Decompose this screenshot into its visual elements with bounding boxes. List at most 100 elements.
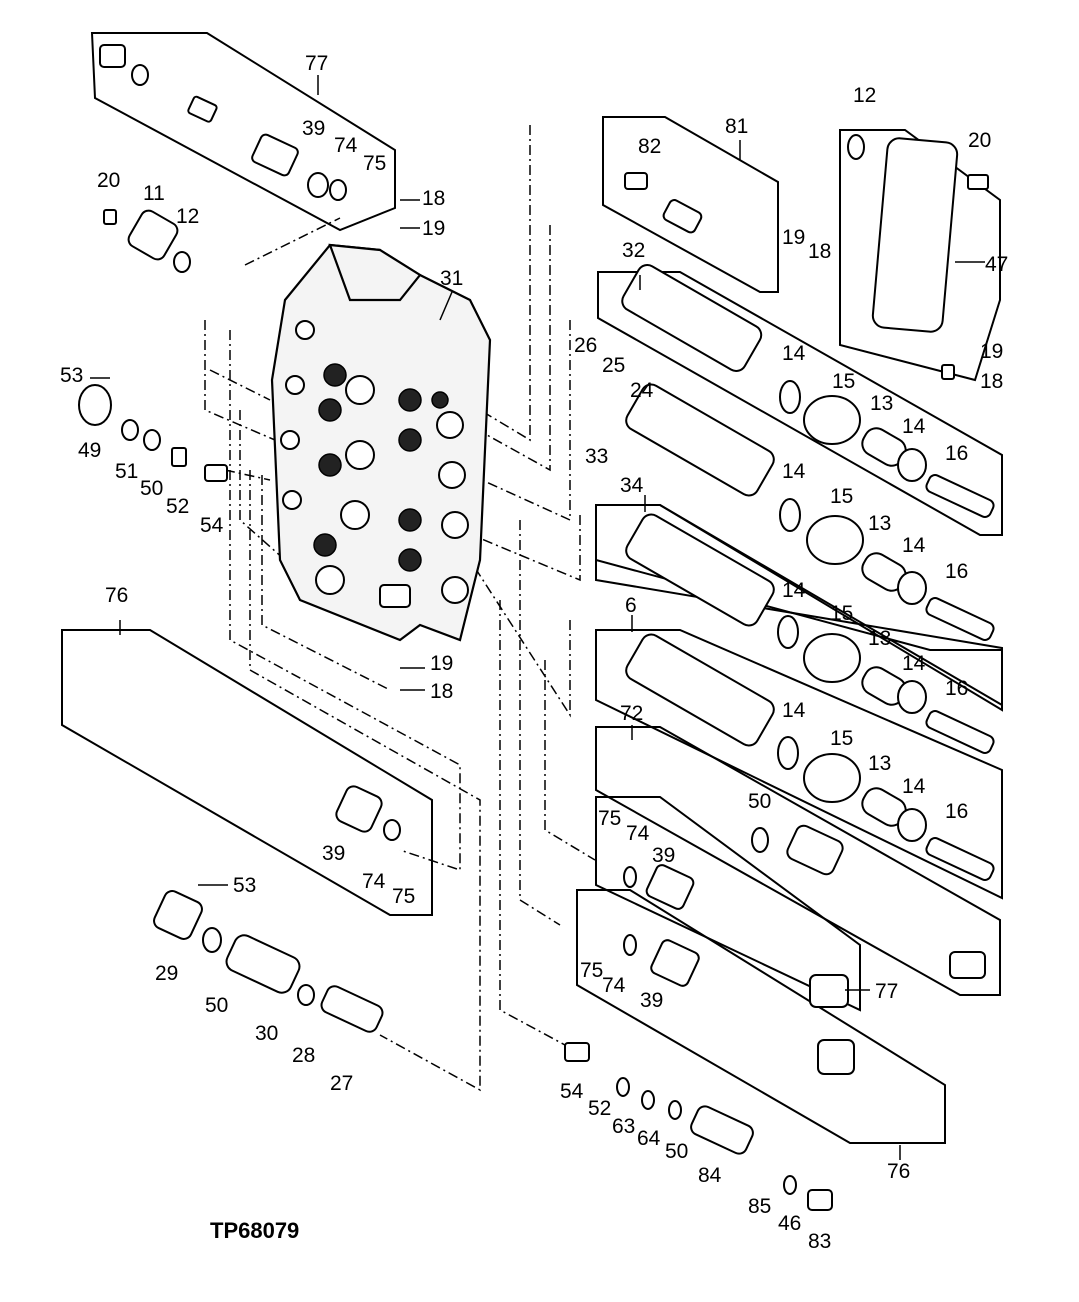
spool-32-parts <box>621 264 995 518</box>
callout-label: 53 <box>60 364 83 387</box>
callout-label: 16 <box>945 560 968 583</box>
callout-label: 51 <box>115 460 138 483</box>
group-box-34 <box>595 504 1003 712</box>
group-box-77-mid <box>595 796 861 1012</box>
callout-label: 49 <box>78 439 101 462</box>
callout-label: 19 <box>782 226 805 249</box>
callout-label: 15 <box>830 485 853 508</box>
callout-label: 74 <box>334 134 358 157</box>
callout-label: 39 <box>322 842 345 865</box>
group-box-76-left <box>61 629 433 916</box>
group-box-47 <box>839 129 1001 382</box>
callout-label: 13 <box>868 512 891 535</box>
callout-label: 39 <box>302 117 325 140</box>
callout-labels: 77 81 12 20 82 39 74 75 18 19 19 18 20 1… <box>60 52 1008 1253</box>
callout-label: 29 <box>155 962 178 985</box>
callout-label: 14 <box>782 460 806 483</box>
callout-label: 14 <box>782 699 806 722</box>
callout-label: 46 <box>778 1212 801 1235</box>
callout-label: 16 <box>945 677 968 700</box>
callout-label: 6 <box>625 594 637 617</box>
callout-label: 19 <box>980 340 1003 363</box>
connector-lines <box>204 125 596 1092</box>
group-box-77-top <box>90 32 396 232</box>
callout-label: 50 <box>665 1140 688 1163</box>
callout-label: 15 <box>830 602 853 625</box>
callout-label: 75 <box>580 959 603 982</box>
callout-label: 26 <box>574 334 597 357</box>
callout-label: 47 <box>985 253 1008 276</box>
callout-label: 14 <box>902 415 926 438</box>
callout-label: 33 <box>585 445 608 468</box>
callout-label: 19 <box>422 217 445 240</box>
callout-label: 52 <box>588 1097 611 1120</box>
callout-label: 77 <box>305 52 328 75</box>
drawing-id: TP68079 <box>210 1218 299 1243</box>
callout-label: 31 <box>440 267 463 290</box>
callout-label: 32 <box>622 239 645 262</box>
callout-label: 76 <box>105 584 128 607</box>
spool-33-parts <box>625 383 995 641</box>
callout-label: 74 <box>602 974 626 997</box>
callout-label: 81 <box>725 115 748 138</box>
callout-label: 27 <box>330 1072 353 1095</box>
valve-body-31 <box>270 243 492 642</box>
callout-label: 14 <box>902 775 926 798</box>
callout-label: 19 <box>430 652 453 675</box>
callout-label: 85 <box>748 1195 771 1218</box>
callout-label: 53 <box>233 874 256 897</box>
callout-label: 13 <box>870 392 893 415</box>
callout-label: 63 <box>612 1115 635 1138</box>
callout-label: 74 <box>362 870 386 893</box>
group-box-76-right <box>576 889 946 1144</box>
callout-label: 54 <box>560 1080 584 1103</box>
callout-label: 14 <box>902 534 926 557</box>
callout-label: 50 <box>748 790 771 813</box>
callout-label: 83 <box>808 1230 831 1253</box>
callout-label: 77 <box>875 980 898 1003</box>
callout-label: 16 <box>945 800 968 823</box>
group-box-72 <box>595 726 1001 996</box>
callout-label: 64 <box>637 1127 661 1150</box>
callout-label: 25 <box>602 354 625 377</box>
callout-label: 75 <box>363 152 386 175</box>
callout-label: 30 <box>255 1022 278 1045</box>
small-parts <box>78 44 989 1211</box>
callout-label: 54 <box>200 514 224 537</box>
spool-34-parts <box>625 513 995 754</box>
callout-label: 18 <box>430 680 453 703</box>
callout-label: 39 <box>640 989 663 1012</box>
callout-label: 75 <box>598 807 621 830</box>
callout-label: 15 <box>832 370 855 393</box>
callout-label: 50 <box>205 994 228 1017</box>
callout-label: 20 <box>97 169 120 192</box>
callout-label: 11 <box>143 182 165 205</box>
callout-label: 82 <box>638 135 661 158</box>
label-leaders <box>90 75 985 1160</box>
spool-6-parts <box>625 633 995 881</box>
callout-label: 12 <box>176 205 199 228</box>
callout-label: 12 <box>853 84 876 107</box>
callout-label: 13 <box>868 752 891 775</box>
callout-label: 18 <box>808 240 831 263</box>
callout-label: 14 <box>782 579 806 602</box>
callout-label: 15 <box>830 727 853 750</box>
callout-label: 50 <box>140 477 163 500</box>
callout-label: 74 <box>626 822 650 845</box>
callout-label: 28 <box>292 1044 315 1067</box>
group-box-81 <box>602 116 779 293</box>
callout-label: 39 <box>652 844 675 867</box>
callout-label: 72 <box>620 702 643 725</box>
callout-label: 18 <box>422 187 445 210</box>
callout-label: 13 <box>868 627 891 650</box>
callout-label: 14 <box>782 342 806 365</box>
callout-label: 52 <box>166 495 189 518</box>
callout-label: 76 <box>887 1160 910 1183</box>
callout-label: 75 <box>392 885 415 908</box>
callout-label: 34 <box>620 474 644 497</box>
callout-label: 84 <box>698 1164 722 1187</box>
callout-label: 18 <box>980 370 1003 393</box>
callout-label: 24 <box>630 379 654 402</box>
